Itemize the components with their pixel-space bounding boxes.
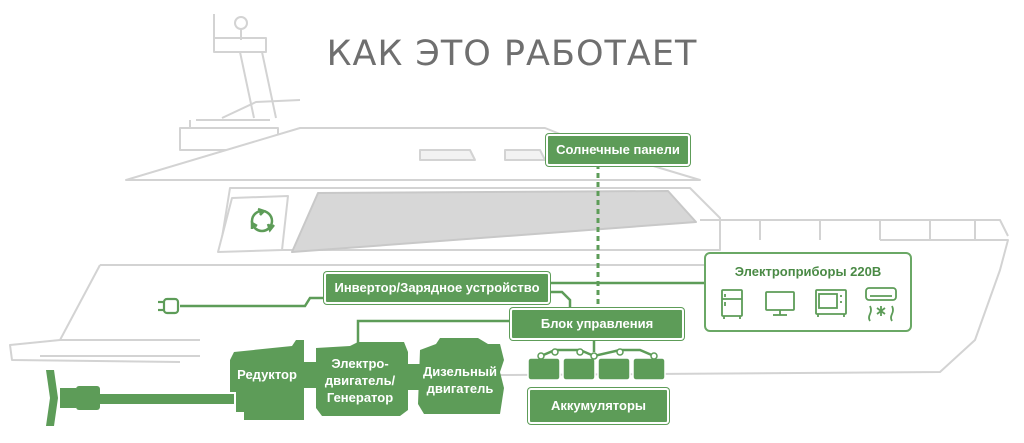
motor-label: Электро- двигатель/ Генератор: [310, 356, 410, 407]
motor-label-line1: Электро-: [331, 356, 389, 371]
control-motor-link: [356, 319, 510, 346]
motor-label-line3: Генератор: [326, 389, 394, 405]
reducer-label: Редуктор: [237, 367, 297, 382]
page-title: КАК ЭТО РАБОТАЕТ: [326, 34, 698, 74]
batteries-box: Аккумуляторы: [528, 388, 669, 424]
motor-block: [304, 342, 408, 416]
diesel-block: [408, 338, 504, 414]
plug-icon: [158, 297, 180, 315]
appliance-icons: [721, 287, 897, 322]
motor-label-line2: двигатель/: [324, 372, 396, 388]
fridge-icon: [721, 289, 743, 319]
battery-cells: [527, 357, 666, 381]
appliances-label: Электроприборы 220В: [734, 264, 882, 279]
recycle-icon: [250, 207, 275, 233]
propeller-icon: [46, 370, 100, 426]
diesel-label-line2: двигатель: [426, 380, 494, 396]
diesel-label: Дизельный двигатель: [412, 364, 508, 398]
battery-cell: [562, 357, 596, 381]
diesel-label-line1: Дизельный: [423, 364, 497, 379]
battery-cell: [597, 357, 631, 381]
battery-cell: [527, 357, 561, 381]
solar-panels-box: Солнечные панели: [546, 134, 690, 166]
plug-cable: [180, 296, 326, 308]
inverter-control-link: [546, 290, 572, 307]
inverter-box: Инвертор/Зарядное устройство: [324, 272, 550, 304]
microwave-icon: [815, 289, 847, 317]
control-unit-box: Блок управления: [510, 308, 684, 340]
air-conditioner-icon: [865, 287, 897, 322]
battery-cell: [632, 357, 666, 381]
tv-icon: [765, 291, 795, 316]
battery-terminals: [537, 348, 658, 360]
reducer-block: [230, 340, 304, 420]
appliances-panel: Электроприборы 220В: [704, 252, 912, 332]
